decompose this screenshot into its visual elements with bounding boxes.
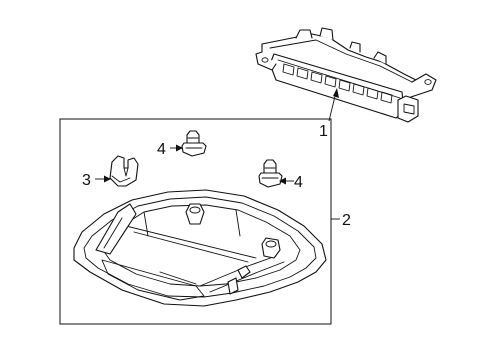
fastener-right-part — [258, 159, 283, 188]
light-assembly-part — [255, 27, 437, 123]
housing-part — [73, 189, 327, 307]
callout-1-leader — [328, 88, 339, 122]
callout-3-leader — [95, 175, 111, 183]
fastener-left-part — [181, 130, 207, 157]
clip-part — [109, 155, 139, 187]
callout-label-1: 1 — [319, 123, 328, 140]
callout-label-3: 3 — [82, 172, 91, 189]
callout-4-right-leader — [279, 177, 294, 185]
callout-label-4-left: 4 — [157, 141, 166, 158]
callout-4-left-leader — [170, 144, 183, 152]
group-frame — [59, 118, 332, 325]
callout-label-2: 2 — [342, 212, 351, 229]
callout-label-4-right: 4 — [294, 174, 303, 191]
